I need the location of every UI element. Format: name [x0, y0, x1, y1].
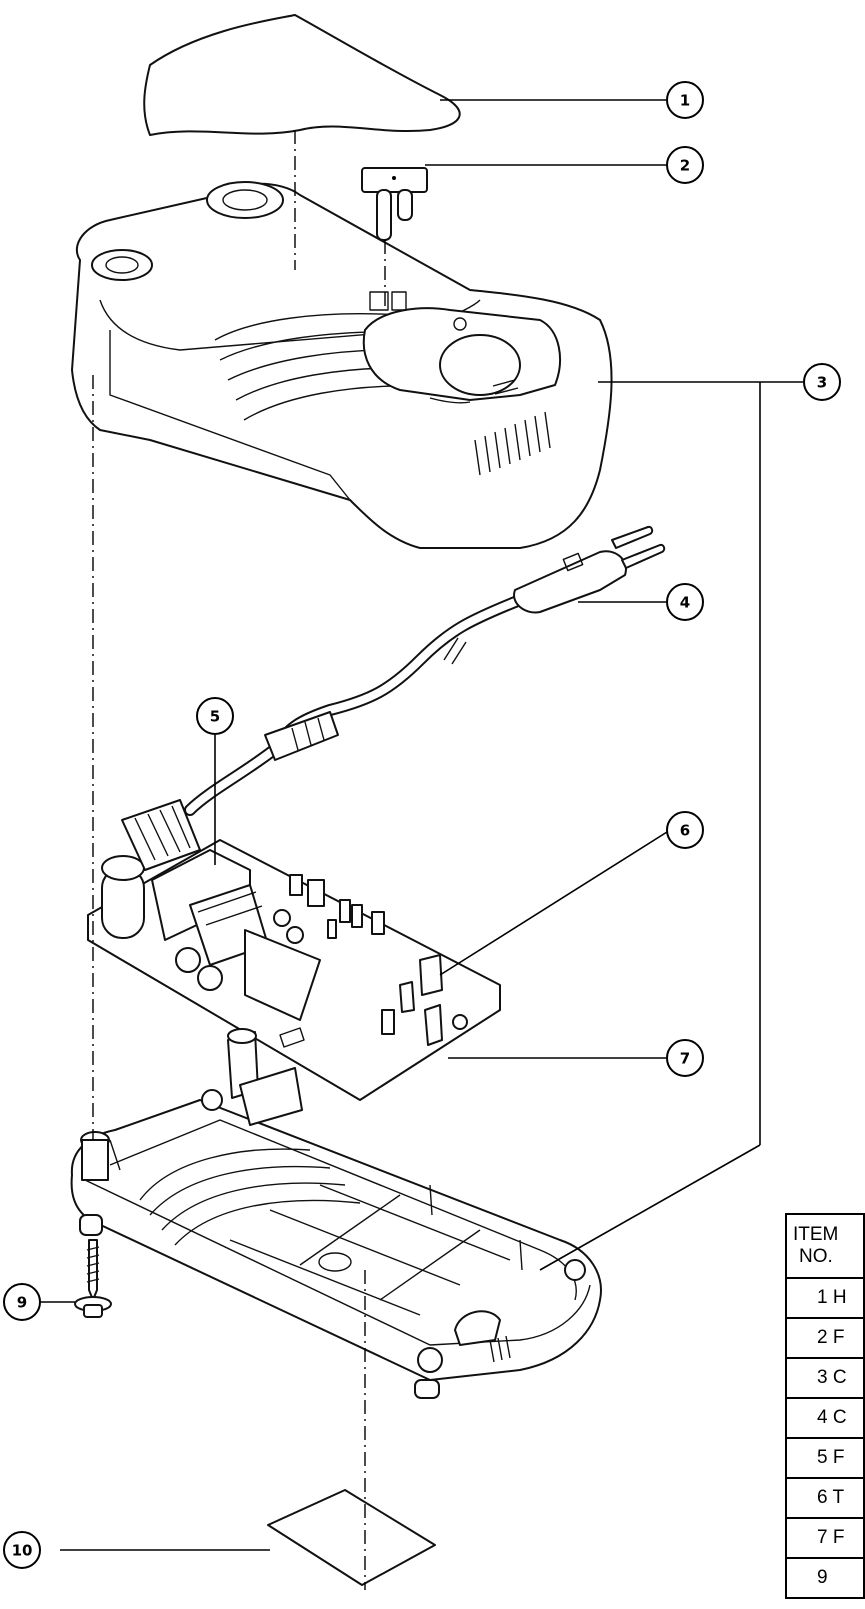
table-row: 1 H [785, 1277, 865, 1319]
pcb-assembly [87, 799, 501, 1101]
svg-text:3: 3 [817, 374, 827, 392]
table-row: 9 [785, 1557, 865, 1599]
callout-5: 5 [196, 697, 234, 735]
svg-text:7: 7 [680, 1050, 690, 1068]
table-header-cell: ITEM NO. [785, 1213, 865, 1279]
table-header-row: ITEM NO. [785, 1213, 865, 1279]
svg-text:5: 5 [210, 708, 220, 726]
svg-text:9: 9 [17, 1294, 27, 1312]
callout-10: 10 [3, 1531, 41, 1569]
label-sheet [143, 14, 461, 136]
table-cell: 2 F [785, 1317, 865, 1359]
table-cell: 3 C [785, 1357, 865, 1399]
svg-text:2: 2 [680, 157, 690, 175]
callout-6: 6 [666, 811, 704, 849]
screw [74, 1239, 112, 1318]
upper-housing [71, 181, 613, 549]
header-no: NO. [799, 1246, 833, 1267]
table-cell: 4 C [785, 1397, 865, 1439]
callout-2: 2 [666, 146, 704, 184]
callout-9: 9 [3, 1283, 41, 1321]
svg-text:1: 1 [680, 92, 690, 110]
table-cell: 1 H [785, 1277, 865, 1319]
table-cell: 6 T [785, 1477, 865, 1519]
callout-4: 4 [666, 583, 704, 621]
lower-housing [70, 1028, 602, 1399]
table-row: 7 F [785, 1517, 865, 1559]
table-row: 2 F [785, 1317, 865, 1359]
table-row: 3 C [785, 1357, 865, 1399]
table-row: 6 T [785, 1477, 865, 1519]
callout-3: 3 [803, 363, 841, 401]
parts-table: ITEM NO. 1 H 2 F 3 C 4 C 5 F 6 T 7 F 9 [785, 1213, 865, 1599]
svg-text:6: 6 [680, 822, 690, 840]
callout-1: 1 [666, 81, 704, 119]
fuse-insert [361, 167, 428, 241]
table-row: 4 C [785, 1397, 865, 1439]
table-cell: 5 F [785, 1437, 865, 1479]
svg-text:4: 4 [680, 594, 690, 612]
callout-7: 7 [666, 1039, 704, 1077]
svg-text:10: 10 [12, 1542, 33, 1560]
table-cell: 7 F [785, 1517, 865, 1559]
vent-slots [474, 411, 551, 476]
table-cell: 9 [785, 1557, 865, 1599]
table-row: 5 F [785, 1437, 865, 1479]
header-item: ITEM [793, 1224, 839, 1245]
power-cord [184, 525, 666, 816]
bottom-label [267, 1489, 436, 1586]
